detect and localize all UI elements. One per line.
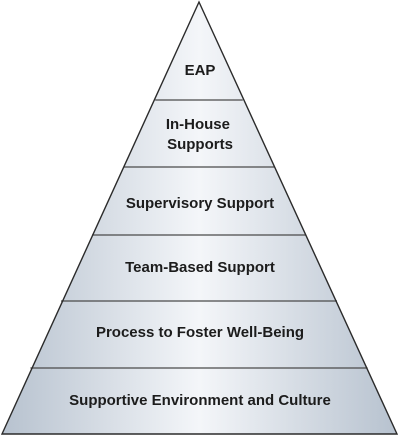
tier-label-line: Supports — [167, 136, 233, 153]
tier-label-supportive-environment: Supportive Environment and Culture — [69, 392, 331, 409]
tier-label-process-well-being: Process to Foster Well-Being — [96, 324, 304, 341]
tier-label-team-based-support: Team-Based Support — [125, 259, 275, 276]
tier-label-in-house-supports: In-House Supports — [166, 116, 234, 153]
tier-label-line: In-House — [166, 116, 230, 133]
tier-label-supervisory-support: Supervisory Support — [126, 195, 274, 212]
tier-label-eap: EAP — [185, 62, 216, 79]
pyramid-body — [2, 2, 397, 434]
pyramid-outline — [0, 0, 399, 435]
